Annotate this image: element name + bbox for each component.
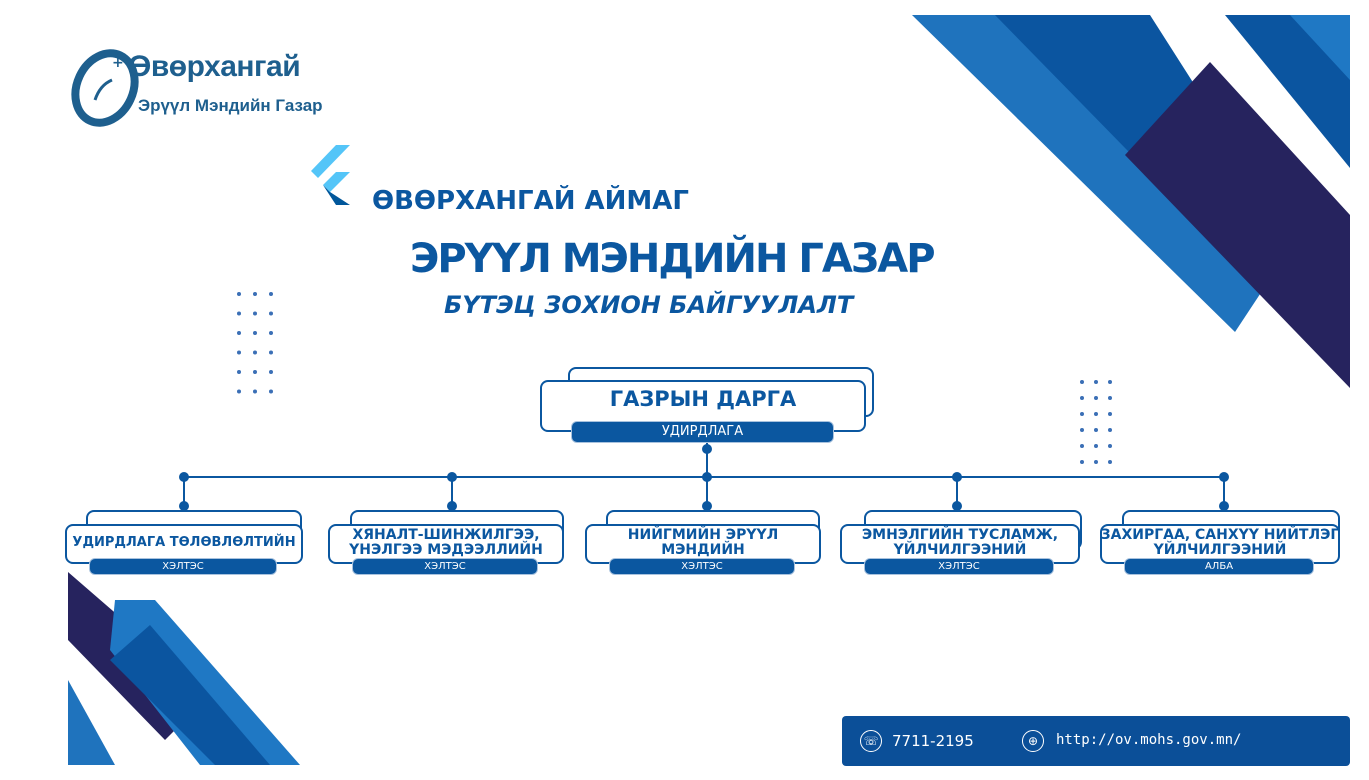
dot <box>1094 396 1098 400</box>
dot <box>1108 444 1112 448</box>
dot <box>237 292 241 296</box>
dot <box>1094 444 1098 448</box>
logo-emblem: + <box>71 49 139 127</box>
dot <box>237 370 241 374</box>
dot <box>1094 380 1098 384</box>
dot <box>1108 460 1112 464</box>
dot <box>1080 380 1084 384</box>
svg-text:+: + <box>112 55 124 71</box>
flutter-logo <box>323 172 350 192</box>
dot <box>253 311 257 316</box>
flutter-logo <box>323 185 350 205</box>
connector-node <box>179 501 189 511</box>
stripe <box>68 680 115 765</box>
dot <box>237 311 241 316</box>
connector-node <box>952 501 962 511</box>
page-subtitle: БҮТЭЦ ЗОХИОН БАЙГУУЛАЛТ <box>444 291 854 319</box>
dot <box>1080 428 1084 432</box>
dot <box>237 350 241 355</box>
dot <box>1080 396 1084 400</box>
unit-tag: АЛБА <box>1124 558 1314 575</box>
website-link[interactable]: http://ov.mohs.gov.mn/ <box>1056 732 1242 748</box>
unit-title: ХЯНАЛТ-ШИНЖИЛГЭЭ, ҮНЭЛГЭЭ МЭДЭЭЛЛИЙН <box>349 527 543 558</box>
unit-tag: ХЭЛТЭС <box>864 558 1054 575</box>
dot <box>269 350 273 355</box>
dot <box>1108 412 1112 416</box>
dot <box>1108 380 1112 384</box>
stripe <box>912 15 1268 332</box>
footer-bar: ☏ 7711-2195 ⊕ http://ov.mohs.gov.mn/ <box>842 716 1350 766</box>
phone-number[interactable]: 7711-2195 <box>892 732 974 750</box>
connector-node <box>702 472 712 482</box>
dot <box>1094 412 1098 416</box>
dot <box>269 292 273 296</box>
unit-tag: ХЭЛТЭС <box>89 558 277 575</box>
connector-node <box>702 501 712 511</box>
dot <box>1108 396 1112 400</box>
unit-box <box>585 524 821 564</box>
dot <box>269 389 273 394</box>
dot <box>1080 412 1084 416</box>
connector-node <box>702 444 712 454</box>
connector-node <box>447 472 457 482</box>
dot <box>269 331 273 335</box>
head-title: ГАЗРЫН ДАРГА <box>609 386 797 411</box>
connector-node <box>447 501 457 511</box>
unit-title: УДИРДЛАГА ТӨЛӨВЛӨЛТИЙН <box>72 535 296 551</box>
dot <box>269 370 273 374</box>
dot <box>1080 460 1084 464</box>
unit-title: ЗАХИРГАА, САНХҮҮ НИЙТЛЭГ ҮЙЛЧИЛГЭЭНИЙ <box>1100 527 1340 558</box>
aimag-heading: ӨВӨРХАНГАЙ АЙМАГ <box>372 186 689 216</box>
flutter-logo <box>311 145 350 178</box>
connector-node <box>179 472 189 482</box>
connector-node <box>1219 472 1229 482</box>
unit-tag: ХЭЛТЭС <box>609 558 795 575</box>
unit-tag: ХЭЛТЭС <box>352 558 538 575</box>
globe-icon: ⊕ <box>1022 730 1044 752</box>
connector-node <box>952 472 962 482</box>
dot <box>1108 428 1112 432</box>
dot <box>253 370 257 374</box>
stripe <box>1225 15 1350 168</box>
phone-icon: ☏ <box>860 730 882 752</box>
dot <box>1094 428 1098 432</box>
logo-title: Өвөрхангай <box>128 50 301 83</box>
dot <box>237 331 241 335</box>
stripe <box>110 625 270 765</box>
dot <box>269 311 273 316</box>
unit-box <box>840 524 1080 564</box>
dot <box>237 389 241 394</box>
unit-title: ЭМНЭЛГИЙН ТУСЛАМЖ, ҮЙЛЧИЛГЭЭНИЙ <box>861 527 1059 558</box>
dot <box>253 350 257 355</box>
stripe <box>1125 62 1350 388</box>
unit-title: НИЙГМИЙН ЭРҮҮЛ МЭНДИЙН <box>627 527 779 558</box>
logo-subtitle: Эрүүл Мэндийн Газар <box>138 96 323 115</box>
dot <box>1094 460 1098 464</box>
stripe <box>1290 15 1350 80</box>
dot <box>253 331 257 335</box>
head-tag: УДИРДЛАГА <box>571 421 834 443</box>
dot <box>1080 444 1084 448</box>
dot <box>253 389 257 394</box>
page-title: ЭРҮҮЛ МЭНДИЙН ГАЗАР <box>410 236 936 282</box>
dot <box>253 292 257 296</box>
connector-node <box>1219 501 1229 511</box>
